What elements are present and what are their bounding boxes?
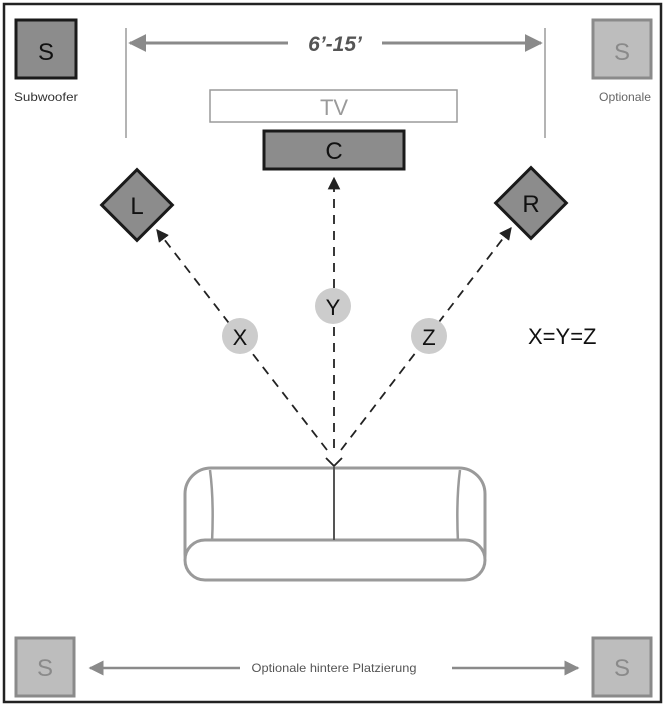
rear-right-speaker	[591, 636, 653, 698]
right-speaker	[493, 165, 569, 241]
subwoofer-letter: S	[38, 39, 54, 66]
dimension-label: 6’-15’	[308, 33, 363, 56]
rear-left-speaker	[14, 636, 76, 698]
equation-label: X=Y=Z	[528, 324, 596, 349]
rear-placement-caption: Optionale hintere Platzierung	[252, 661, 417, 675]
tv-box	[209, 89, 458, 123]
subwoofer-speaker	[14, 18, 78, 80]
distance-marker-y	[315, 288, 351, 324]
distance-marker-x	[222, 318, 258, 354]
subwoofer-caption: Subwoofer	[14, 90, 78, 104]
left-speaker-letter: L	[130, 193, 143, 220]
distance-label-x: X	[233, 325, 248, 350]
distance-marker-z	[411, 318, 447, 354]
distance-line-x	[156, 229, 328, 451]
optional-subwoofer-speaker	[591, 18, 653, 80]
tv-label: TV	[320, 95, 348, 120]
rear-left-speaker-letter: S	[37, 655, 53, 682]
distance-label-y: Y	[326, 295, 341, 320]
center-speaker-letter: C	[325, 138, 342, 165]
optional-caption: Optionale	[599, 90, 651, 104]
right-speaker-letter: R	[522, 191, 539, 218]
center-speaker	[262, 129, 406, 171]
distance-label-z: Z	[422, 325, 435, 350]
left-speaker	[99, 167, 175, 243]
rear-right-speaker-letter: S	[614, 655, 630, 682]
optional-subwoofer-letter: S	[614, 39, 630, 66]
